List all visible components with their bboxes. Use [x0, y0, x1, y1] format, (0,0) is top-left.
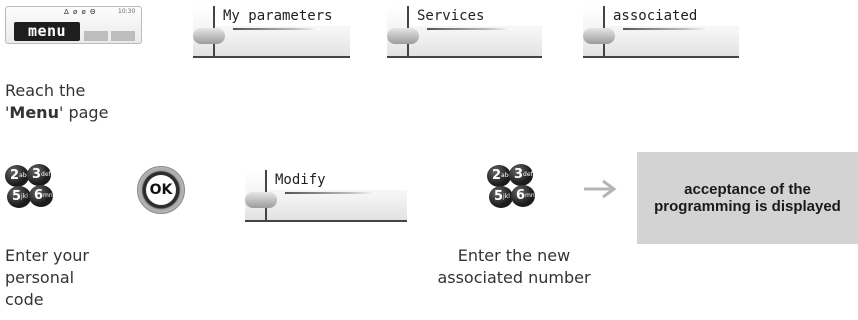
clock: 10:30 — [118, 8, 136, 15]
screen-label-text: Services — [417, 8, 485, 24]
key-6-icon: 6mno — [511, 185, 538, 207]
keypad-icon: 2abc 3def 5jkl 6mno — [5, 164, 57, 210]
caption-reach-menu: Reach the 'Menu' page — [5, 81, 109, 122]
line-key[interactable] — [245, 192, 277, 208]
arrow-right-icon — [584, 179, 617, 199]
caption-enter-code: Enter your personal code — [5, 246, 90, 309]
soft-key[interactable] — [111, 31, 135, 41]
key-3-icon: 3def — [27, 164, 51, 186]
key-5-icon: 5jkl — [7, 186, 31, 208]
phone-screen: Δ ø ø Θ 10:30 menu — [5, 6, 142, 44]
ok-button[interactable]: OK — [137, 166, 185, 214]
menu-word: Menu — [9, 103, 59, 122]
screen-label-associated[interactable]: associated — [583, 6, 739, 58]
key-5-icon: 5jkl — [489, 186, 513, 208]
screen-label-text: associated — [613, 8, 698, 24]
result-box: acceptance of the programming is display… — [637, 152, 858, 244]
ok-label: OK — [146, 175, 176, 205]
line-key[interactable] — [387, 28, 419, 44]
caption-enter-number: Enter the new associated number — [437, 246, 591, 287]
key-6-icon: 6mno — [29, 185, 56, 207]
screen-label-services[interactable]: Services — [387, 6, 542, 58]
line-key[interactable] — [583, 28, 615, 44]
menu-key[interactable]: menu — [14, 22, 80, 41]
status-icons: Δ ø ø Θ — [64, 8, 97, 16]
soft-key[interactable] — [84, 31, 108, 41]
keypad-icon: 2abc 3def 5jkl 6mno — [487, 164, 539, 210]
line-key[interactable] — [193, 28, 225, 44]
result-text: acceptance of the programming is display… — [654, 181, 841, 215]
screen-label-my-parameters[interactable]: My parameters — [193, 6, 350, 58]
screen-label-modify[interactable]: Modify — [245, 170, 407, 222]
key-3-icon: 3def — [509, 164, 533, 186]
screen-label-text: My parameters — [223, 8, 333, 24]
key-2-icon: 2abc — [487, 165, 512, 187]
key-2-icon: 2abc — [5, 165, 30, 187]
screen-label-text: Modify — [275, 172, 326, 188]
